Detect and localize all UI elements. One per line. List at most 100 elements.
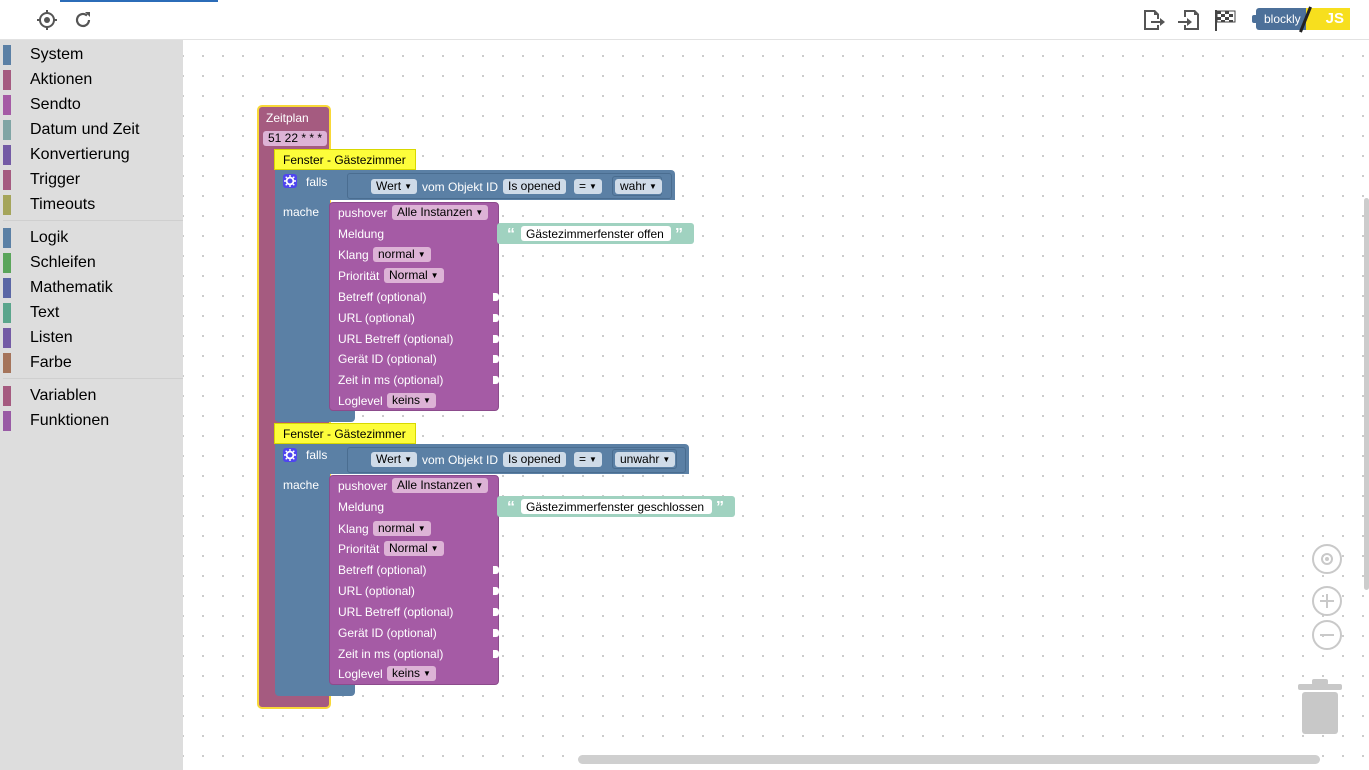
category-color-swatch xyxy=(3,95,11,115)
input-connector xyxy=(493,650,499,658)
vertical-scrollbar[interactable] xyxy=(1364,198,1369,590)
betreff-label: Betreff (optional) xyxy=(338,290,427,304)
prio-label: Priorität xyxy=(338,542,380,556)
schedule-cron-field[interactable]: 51 22 * * * xyxy=(263,131,328,146)
do-label: mache xyxy=(283,205,320,219)
message-text: Gästezimmerfenster geschlossen xyxy=(526,500,705,514)
geraet-label: Gerät ID (optional) xyxy=(338,352,437,366)
do-label: mache xyxy=(283,478,320,492)
top-toolbar: blockly JS xyxy=(0,0,1369,40)
if-block-footer xyxy=(275,684,355,696)
category-color-swatch xyxy=(3,303,11,323)
crosshair-icon[interactable] xyxy=(1312,544,1342,574)
category-color-swatch xyxy=(3,411,11,431)
trash-icon[interactable] xyxy=(1298,678,1342,736)
toolbox-category-label: Sendto xyxy=(30,96,81,113)
operator-dropdown[interactable]: =▼ xyxy=(574,179,602,194)
klang-dropdown[interactable]: normal▼ xyxy=(373,521,431,536)
category-color-swatch xyxy=(3,278,11,298)
zeit-label: Zeit in ms (optional) xyxy=(338,647,444,661)
input-connector xyxy=(493,587,499,595)
loglevel-label: Loglevel xyxy=(338,394,383,408)
gear-icon[interactable] xyxy=(283,174,297,188)
toolbox-category-trigger[interactable]: Trigger xyxy=(3,169,183,191)
toolbox-category-aktionen[interactable]: Aktionen xyxy=(3,69,183,91)
toolbox-category-timeouts[interactable]: Timeouts xyxy=(3,194,183,216)
active-tab-indicator xyxy=(60,0,218,2)
instances-dropdown[interactable]: Alle Instanzen▼ xyxy=(392,205,489,220)
toolbox-category-label: Farbe xyxy=(30,354,72,371)
input-connector xyxy=(493,293,499,301)
prio-dropdown[interactable]: Normal▼ xyxy=(384,268,444,283)
instances-dropdown[interactable]: Alle Instanzen▼ xyxy=(392,478,489,493)
pushover-block[interactable] xyxy=(329,475,499,685)
meldung-label: Meldung xyxy=(338,500,385,514)
value-dropdown[interactable]: wahr▼ xyxy=(615,179,662,194)
comment-bubble[interactable] xyxy=(274,149,416,170)
schedule-cron-value: 51 22 * * * xyxy=(268,131,323,145)
category-color-swatch xyxy=(3,353,11,373)
operator-dropdown[interactable]: =▼ xyxy=(574,452,602,467)
meldung-label: Meldung xyxy=(338,227,385,241)
blockly-js-logo[interactable]: blockly JS xyxy=(1252,6,1350,33)
crosshair-icon[interactable] xyxy=(35,8,59,32)
horizontal-scrollbar[interactable] xyxy=(578,755,1320,764)
betreff-label: Betreff (optional) xyxy=(338,563,427,577)
toolbox-category-label: Text xyxy=(30,304,60,321)
brand-blockly-label: blockly xyxy=(1256,8,1312,30)
input-connector xyxy=(493,335,499,343)
object-id-field[interactable]: Is opened xyxy=(503,179,566,194)
toolbox-category-system[interactable]: System xyxy=(3,44,183,66)
toolbox-category-konvertierung[interactable]: Konvertierung xyxy=(3,144,183,166)
wert-dropdown[interactable]: Wert▼ xyxy=(371,179,418,194)
checkered-flag-icon[interactable] xyxy=(1213,8,1237,32)
toolbox-category-variablen[interactable]: Variablen xyxy=(3,385,183,407)
toolbox-category-listen[interactable]: Listen xyxy=(3,327,183,349)
loglevel-dropdown[interactable]: keins▼ xyxy=(387,666,436,681)
toolbox-category-text[interactable]: Text xyxy=(3,302,183,324)
loglevel-dropdown[interactable]: keins▼ xyxy=(387,393,436,408)
category-color-swatch xyxy=(3,195,11,215)
plus-circle-icon[interactable] xyxy=(1312,586,1342,616)
prio-label: Priorität xyxy=(338,269,380,283)
category-color-swatch xyxy=(3,145,11,165)
pushover-label: pushover xyxy=(338,479,388,493)
loglevel-label: Loglevel xyxy=(338,667,383,681)
toolbox-category-datum-und-zeit[interactable]: Datum und Zeit xyxy=(3,119,183,141)
wert-dropdown[interactable]: Wert▼ xyxy=(371,452,418,467)
object-id-field[interactable]: Is opened xyxy=(503,452,566,467)
input-connector xyxy=(493,566,499,574)
input-connector xyxy=(493,355,499,363)
toolbox-category-sendto[interactable]: Sendto xyxy=(3,94,183,116)
schedule-block-spine xyxy=(261,148,275,694)
category-color-swatch xyxy=(3,328,11,348)
gear-icon[interactable] xyxy=(283,448,297,462)
refresh-icon[interactable] xyxy=(71,8,95,32)
comment-text: Fenster - Gästezimmer xyxy=(283,153,406,167)
minus-circle-icon[interactable] xyxy=(1312,620,1342,650)
import-icon[interactable] xyxy=(1177,8,1201,32)
text-field[interactable] xyxy=(521,226,671,241)
comment-bubble[interactable] xyxy=(274,423,416,444)
object-id-label: vom Objekt ID xyxy=(422,453,499,467)
toolbox-category-mathematik[interactable]: Mathematik xyxy=(3,277,183,299)
value-dropdown[interactable]: unwahr▼ xyxy=(615,452,676,467)
quote-open-icon: “ xyxy=(507,226,515,243)
toolbox-category-label: Logik xyxy=(30,229,69,246)
toolbox-category-funktionen[interactable]: Funktionen xyxy=(3,410,183,432)
toolbox-category-label: Variablen xyxy=(30,387,97,404)
if-label: falls xyxy=(306,448,328,462)
toolbox-category-schleifen[interactable]: Schleifen xyxy=(3,252,183,274)
prio-dropdown[interactable]: Normal▼ xyxy=(384,541,444,556)
text-field[interactable] xyxy=(521,499,712,514)
klang-dropdown[interactable]: normal▼ xyxy=(373,247,431,262)
brand-js-label: JS xyxy=(1306,8,1350,30)
comment-text: Fenster - Gästezimmer xyxy=(283,427,406,441)
pushover-block[interactable] xyxy=(329,202,499,411)
url-betreff-label: URL Betreff (optional) xyxy=(338,605,454,619)
export-icon[interactable] xyxy=(1141,8,1165,32)
toolbox-category-farbe[interactable]: Farbe xyxy=(3,352,183,374)
toolbox-category-logik[interactable]: Logik xyxy=(3,227,183,249)
toolbox-category-label: Listen xyxy=(30,329,73,346)
input-connector xyxy=(493,629,499,637)
